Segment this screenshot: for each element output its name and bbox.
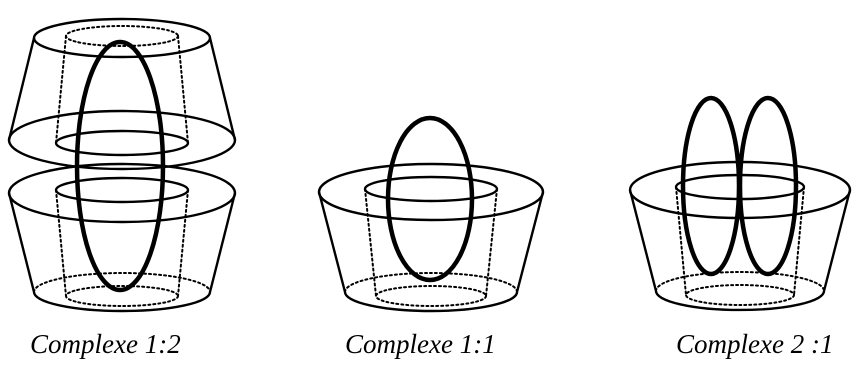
guest-molecule-left bbox=[683, 98, 739, 274]
complex-2-1-figure bbox=[630, 98, 850, 310]
caption-complex-1-2: Complexe 1:2 bbox=[30, 326, 181, 362]
complex-1-1-figure bbox=[319, 118, 543, 311]
caption-complex-1-1: Complexe 1:1 bbox=[345, 326, 496, 362]
complex-1-2-figure bbox=[9, 19, 235, 311]
guest-molecule-right bbox=[740, 98, 796, 274]
caption-complex-2-1: Complexe 2 :1 bbox=[676, 326, 833, 362]
host-cone bbox=[319, 164, 543, 311]
